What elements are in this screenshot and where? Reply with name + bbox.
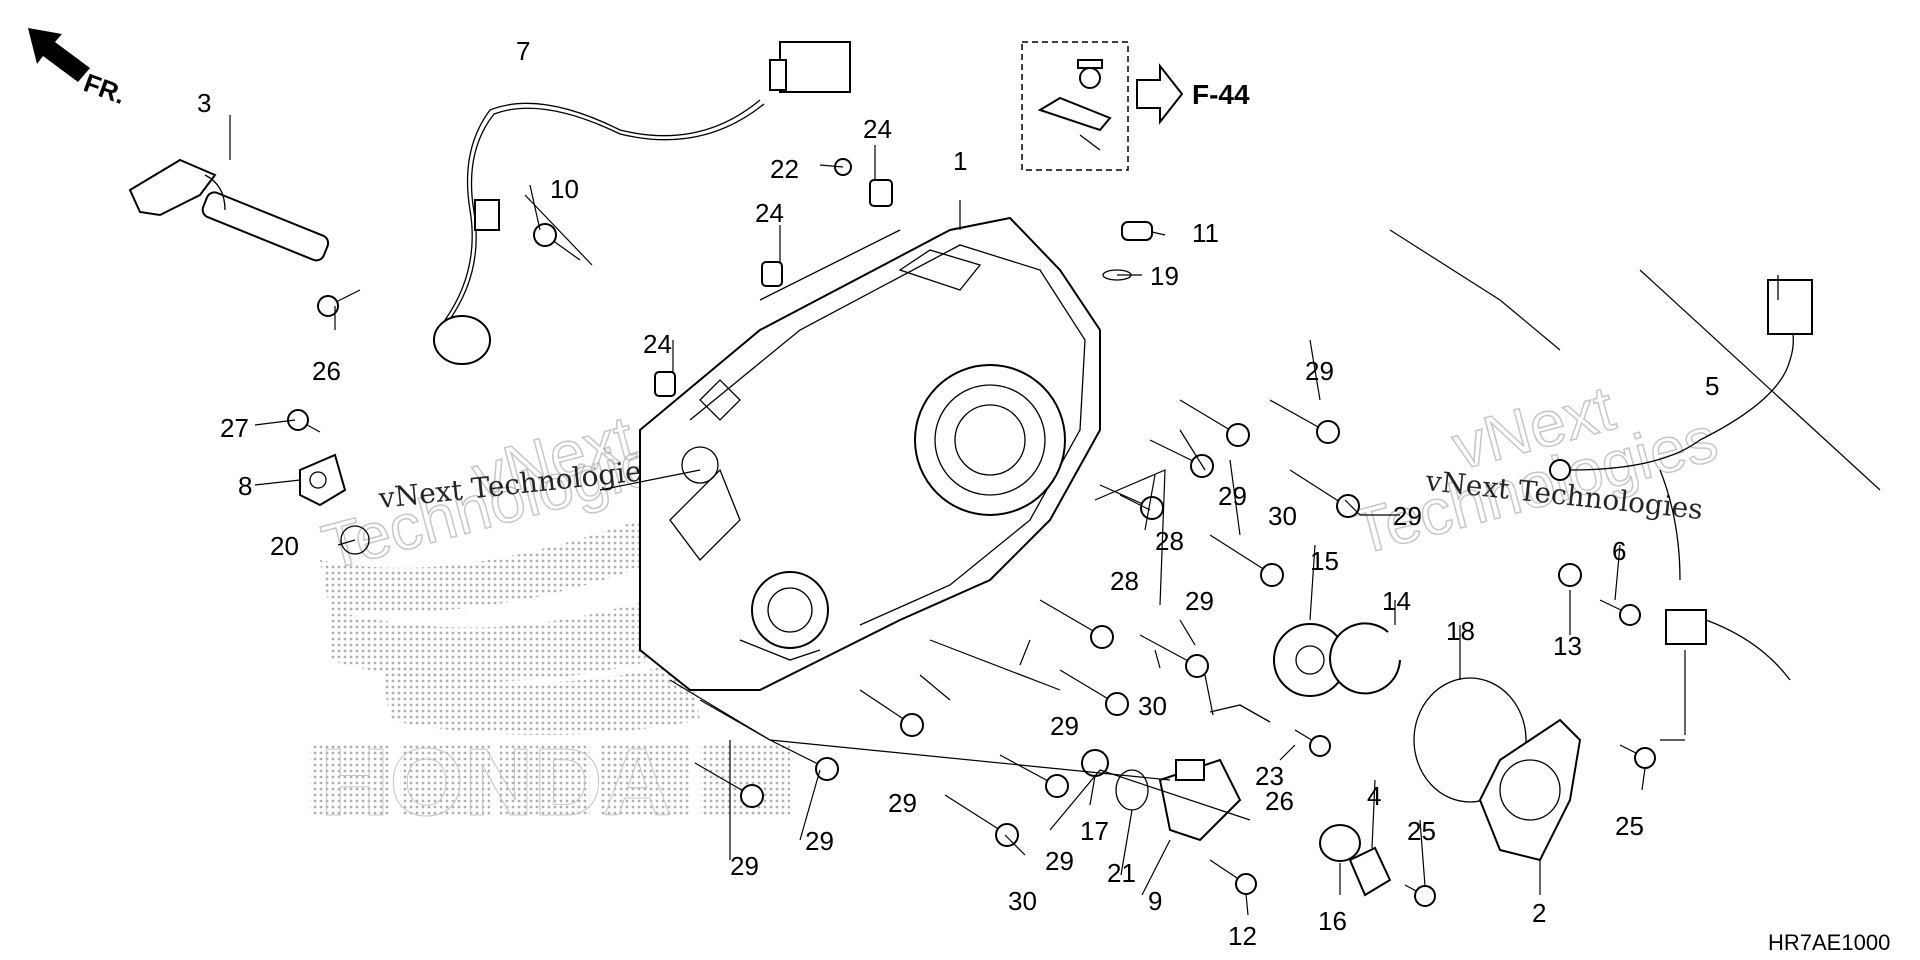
callout-29c: 29 [1393, 501, 1422, 531]
callout-25b: 25 [1615, 811, 1644, 841]
callout-29i: 29 [730, 851, 759, 881]
callout-10: 10 [550, 174, 579, 204]
callout-7: 7 [516, 36, 530, 66]
callout-28b: 28 [1110, 566, 1139, 596]
o-ring [1413, 677, 1527, 803]
callout-24c: 24 [643, 329, 672, 359]
dowels-and-washers [340, 158, 1582, 897]
callout-30b: 30 [1138, 691, 1167, 721]
callout-20: 20 [270, 531, 299, 561]
callout-29a: 29 [1305, 356, 1334, 386]
circlip [1329, 622, 1401, 695]
callout-14: 14 [1382, 586, 1411, 616]
callout-29h: 29 [805, 826, 834, 856]
honda-wing-logo-icon [320, 520, 700, 735]
callout-25a: 25 [1407, 816, 1436, 846]
callout-24a: 24 [863, 114, 892, 144]
front-direction-arrow-icon: FR. [28, 28, 130, 110]
callout-11: 11 [1192, 218, 1219, 248]
callout-22: 22 [770, 154, 799, 184]
callout-3: 3 [197, 88, 211, 118]
callout-29f: 29 [888, 788, 917, 818]
speed-sensor [1158, 758, 1242, 842]
callout-28a: 28 [1155, 526, 1184, 556]
callout-30a: 30 [1268, 501, 1297, 531]
callout-18: 18 [1446, 616, 1475, 646]
right-hollow-arrow-icon [1136, 63, 1184, 125]
callout-8: 8 [238, 471, 252, 501]
svg-text:HONDA: HONDA [320, 729, 672, 836]
diagram-code: HR7AE1000 [1768, 930, 1890, 955]
callout-5: 5 [1705, 371, 1719, 401]
callout-12: 12 [1228, 921, 1257, 951]
callout-2: 2 [1532, 898, 1546, 928]
callout-9: 9 [1148, 886, 1162, 916]
callout-29e: 29 [1050, 711, 1079, 741]
callout-labels: 1 2 3 4 5 6 7 8 9 10 11 12 13 14 15 16 1… [197, 36, 1719, 951]
callout-19: 19 [1150, 261, 1179, 291]
shift-shaft [128, 158, 330, 262]
callout-21: 21 [1107, 858, 1136, 888]
callout-15: 15 [1310, 546, 1339, 576]
callout-17: 17 [1080, 816, 1109, 846]
callout-27: 27 [220, 413, 249, 443]
right-sensor-harness [1549, 275, 1813, 681]
callout-6: 6 [1612, 536, 1626, 566]
honda-logo-text: HONDA [310, 729, 790, 837]
transmission-cover [639, 216, 1101, 691]
callout-29b: 29 [1218, 481, 1247, 511]
reference-detail-box [1021, 41, 1129, 171]
callout-29d: 29 [1185, 586, 1214, 616]
callout-16: 16 [1318, 906, 1347, 936]
reference-label: F-44 [1192, 79, 1250, 110]
callout-1: 1 [953, 146, 967, 176]
callout-23: 23 [1255, 761, 1284, 791]
callout-4: 4 [1367, 781, 1381, 811]
callout-29g: 29 [1045, 846, 1074, 876]
leader-lines [229, 115, 1881, 916]
sensor-harness [433, 41, 851, 365]
cover-plate [1478, 718, 1582, 862]
callout-13: 13 [1553, 631, 1582, 661]
direction-label: FR. [80, 67, 130, 110]
callout-24b: 24 [755, 198, 784, 228]
callout-26b: 26 [1265, 786, 1294, 816]
watermark-right: vNext Technologies vNext Technologies [1344, 371, 1725, 569]
callout-26a: 26 [312, 356, 341, 386]
position-sensor [299, 453, 347, 507]
callout-30c: 30 [1008, 886, 1037, 916]
